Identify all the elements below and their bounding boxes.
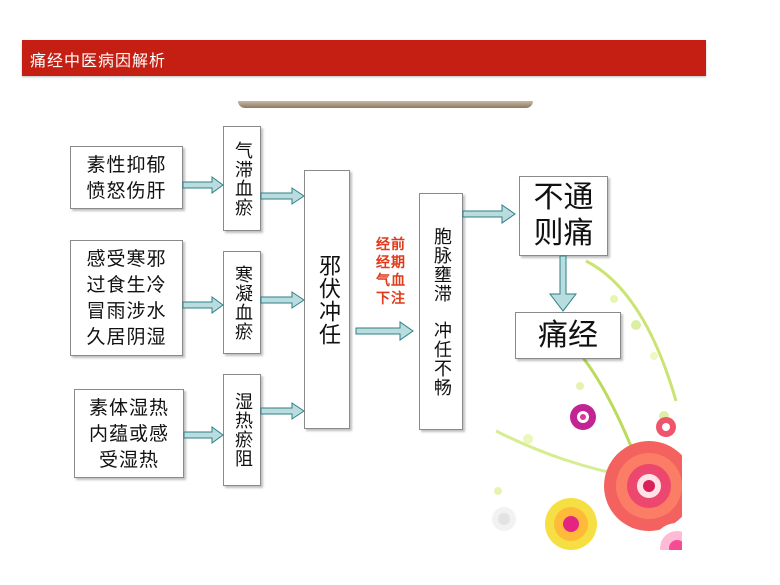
floral-decoration xyxy=(492,259,682,550)
mechanism-qi-stagnation-box: 气滞血瘀 xyxy=(223,126,261,231)
mechanism-damp-heat-box: 湿热瘀阻 xyxy=(223,374,261,486)
central-pathogen-box: 邪伏冲任 xyxy=(304,170,350,429)
mechanism-cold-coagulation-box: 寒凝血瘀 xyxy=(223,251,261,354)
cause-box-cold-damp: 感受寒邪 过食生冷 冒雨涉水 久居阴湿 xyxy=(70,240,183,356)
pathology-box: 胞脉壅滞 冲任不畅 xyxy=(419,193,463,430)
dysmenorrhea-result-box: 痛经 xyxy=(515,312,621,359)
pain-cause-box: 不通 则痛 xyxy=(519,176,608,256)
cause-box-damp-heat: 素体湿热 内蕴或感 受湿热 xyxy=(74,389,184,478)
slide-title: 痛经中医病因解析 xyxy=(30,51,167,70)
menstrual-note: 经前 经期 气血 下注 xyxy=(376,237,406,307)
cause-box-liver-depression: 素性抑郁 愤怒伤肝 xyxy=(70,146,183,209)
top-bracket xyxy=(238,101,533,108)
title-bar: 痛经中医病因解析 xyxy=(22,40,706,76)
